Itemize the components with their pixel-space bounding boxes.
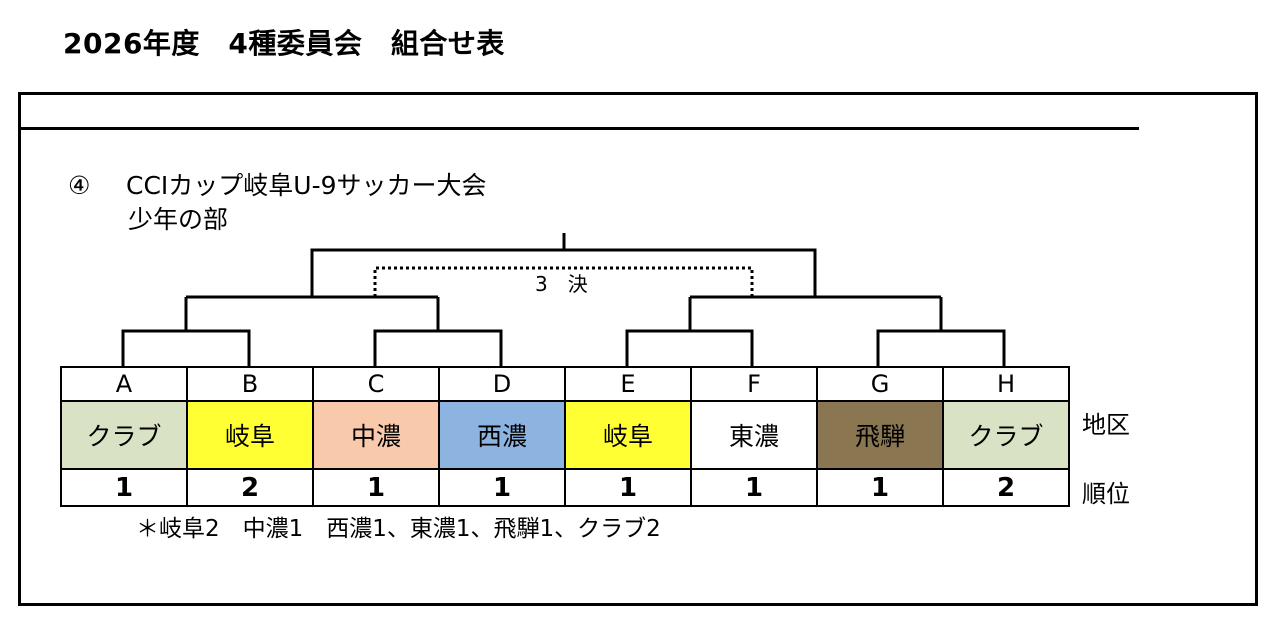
header-rule [18,127,1139,130]
slot-cell: C [312,366,440,402]
rank-cell: 1 [438,468,566,507]
rank-cell: 2 [186,468,314,507]
region-cell: 岐阜 [564,400,692,470]
rank-cell: 2 [942,468,1070,507]
bracket-line-gh [876,329,1006,366]
footnote: ＊岐阜2 中濃1 西濃1、東濃1、飛騨1、クラブ2 [136,516,661,542]
region-cell: クラブ [942,400,1070,470]
bracket-line-ef [625,329,754,366]
region-cell: 中濃 [312,400,440,470]
rank-row-label: 順位 [1082,480,1130,508]
region-cell: クラブ [60,400,188,470]
slot-cell: B [186,366,314,402]
slot-cell: E [564,366,692,402]
third-place-label: 3 決 [535,272,588,296]
event-division: 少年の部 [128,205,229,234]
slot-cell: G [816,366,944,402]
region-row-label: 地区 [1082,411,1130,439]
slot-cell: F [690,366,818,402]
rank-cell: 1 [564,468,692,507]
rank-cell: 1 [312,468,440,507]
slot-cell: H [942,366,1070,402]
region-cell: 岐阜 [186,400,314,470]
slot-cell: D [438,366,566,402]
third-place-line [373,266,754,297]
slot-cell: A [60,366,188,402]
rank-row: 1 2 1 1 1 1 1 2 [60,468,1070,507]
event-name: CCIカップ岐阜U-9サッカー大会 [126,171,487,200]
bracket-line-cd [373,329,503,366]
region-row: クラブ 岐阜 中濃 西濃 岐阜 東濃 飛騨 クラブ [60,400,1070,470]
teams-table: A B C D E F G H クラブ 岐阜 中濃 西濃 岐阜 東濃 飛騨 クラ… [60,366,1070,507]
rank-cell: 1 [60,468,188,507]
region-cell: 西濃 [438,400,566,470]
event-number: ④ [68,171,91,200]
region-cell: 飛騨 [816,400,944,470]
slot-row: A B C D E F G H [60,366,1070,402]
bracket-line-ab [121,329,251,366]
region-cell: 東濃 [690,400,818,470]
page-title: 2026年度 4種委員会 組合せ表 [63,27,505,60]
rank-cell: 1 [690,468,818,507]
rank-cell: 1 [816,468,944,507]
bracket-frame [18,92,1258,606]
event-title: ④ CCIカップ岐阜U-9サッカー大会 [68,166,487,202]
